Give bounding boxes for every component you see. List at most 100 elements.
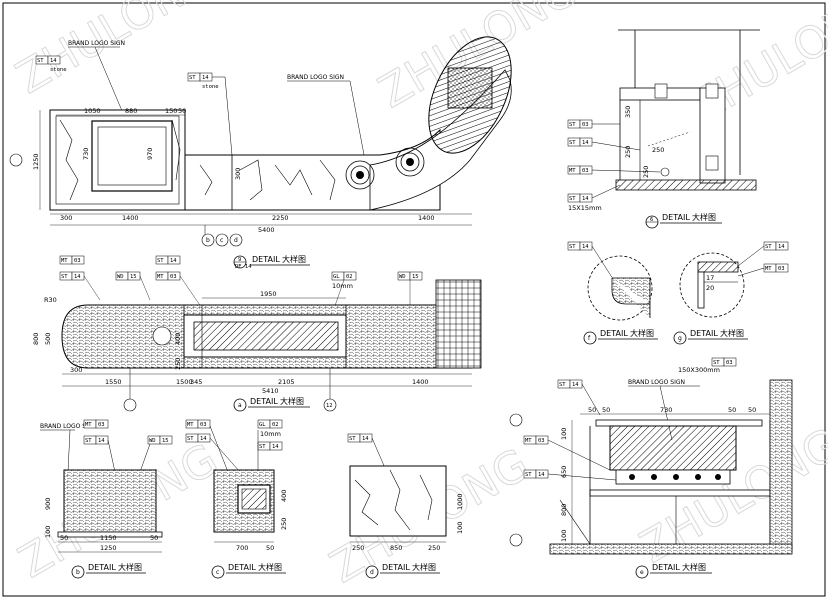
svg-text:14: 14	[538, 472, 545, 478]
detail-b: BRAND LOGO SIGN MT 03 ST 14 WD 15 900 10…	[40, 419, 173, 579]
svg-text:BRAND LOGO SIGN: BRAND LOGO SIGN	[287, 74, 344, 81]
svg-text:800: 800	[560, 504, 568, 516]
svg-text:ST: ST	[349, 436, 356, 442]
svg-text:03: 03	[98, 422, 105, 428]
svg-text:14: 14	[582, 244, 589, 250]
svg-text:250: 250	[652, 146, 664, 154]
svg-text:e: e	[640, 569, 644, 576]
svg-text:730: 730	[82, 148, 90, 160]
svg-text:50: 50	[728, 406, 736, 414]
svg-text:14: 14	[202, 75, 209, 81]
svg-text:stone: stone	[202, 84, 219, 90]
svg-text:BRAND LOGO SIGN: BRAND LOGO SIGN	[68, 40, 125, 47]
svg-text:大样图: 大样图	[412, 562, 436, 572]
svg-text:250: 250	[174, 358, 182, 370]
svg-text:DETAIL: DETAIL	[228, 563, 256, 572]
svg-text:300: 300	[60, 214, 72, 222]
svg-text:100: 100	[560, 530, 568, 542]
svg-text:WD: WD	[117, 274, 124, 280]
svg-text:1250: 1250	[100, 544, 117, 552]
svg-text:5400: 5400	[258, 226, 275, 234]
plan-view: MT 03 ST 14 WD 15 ST 14 MT 03 GL 02 10mm…	[32, 255, 482, 412]
detail-c: MT 03 ST 14 GL 02 10mm ST 14 400 250 700…	[185, 419, 288, 579]
svg-text:12: 12	[326, 403, 333, 409]
svg-text:14: 14	[74, 274, 81, 280]
svg-text:03: 03	[582, 122, 589, 128]
svg-text:a: a	[238, 402, 242, 409]
svg-text:ST: ST	[569, 140, 576, 146]
svg-text:10mm: 10mm	[332, 282, 353, 290]
svg-text:ST: ST	[525, 472, 532, 478]
svg-text:250: 250	[624, 146, 632, 158]
svg-text:9: 9	[238, 257, 241, 263]
svg-text:50: 50	[178, 107, 186, 115]
svg-text:ST: ST	[37, 58, 44, 64]
svg-text:15: 15	[412, 274, 419, 280]
svg-text:1050: 1050	[84, 107, 101, 115]
svg-text:WD: WD	[149, 438, 156, 444]
svg-text:stone: stone	[50, 67, 67, 73]
svg-text:250: 250	[280, 518, 288, 530]
svg-text:14: 14	[572, 382, 579, 388]
svg-text:大样图: 大样图	[280, 396, 304, 406]
svg-text:50: 50	[588, 406, 596, 414]
svg-text:ST: ST	[61, 274, 68, 280]
svg-text:03: 03	[200, 422, 207, 428]
svg-text:1250: 1250	[32, 153, 40, 170]
svg-text:1150: 1150	[100, 534, 117, 542]
svg-text:345: 345	[190, 378, 202, 386]
svg-text:800: 800	[32, 333, 40, 345]
svg-text:850: 850	[390, 544, 402, 552]
svg-text:MT: MT	[765, 266, 772, 272]
svg-text:50: 50	[748, 406, 756, 414]
front-elevation: BRAND LOGO SIGN ST 14 stone ST 14 stone …	[9, 36, 512, 270]
svg-text:14: 14	[50, 58, 57, 64]
svg-text:MT: MT	[157, 274, 164, 280]
svg-text:MT: MT	[85, 422, 92, 428]
svg-text:大样图: 大样图	[630, 328, 654, 338]
svg-text:50: 50	[266, 544, 274, 552]
svg-text:50: 50	[60, 534, 68, 542]
svg-text:03: 03	[778, 266, 785, 272]
svg-text:14: 14	[582, 196, 589, 202]
detail-g: ST 14 MT 03 17 20 g DETAIL 大样图	[673, 241, 789, 345]
svg-text:250: 250	[642, 166, 650, 178]
svg-text:g: g	[678, 335, 682, 342]
svg-text:03: 03	[170, 274, 177, 280]
svg-text:1950: 1950	[260, 290, 277, 298]
svg-text:ST: ST	[559, 382, 566, 388]
svg-text:15: 15	[130, 274, 137, 280]
svg-text:02: 02	[346, 274, 353, 280]
svg-text:650: 650	[560, 466, 568, 478]
svg-text:14: 14	[582, 140, 589, 146]
svg-text:250: 250	[352, 544, 364, 552]
svg-text:ZHULONG: ZHULONG	[8, 0, 224, 104]
svg-text:大样图: 大样图	[720, 328, 744, 338]
svg-text:MT: MT	[525, 438, 532, 444]
svg-text:14: 14	[272, 444, 279, 450]
svg-text:15: 15	[162, 438, 169, 444]
svg-text:970: 970	[146, 148, 154, 160]
svg-text:5410: 5410	[262, 387, 279, 395]
svg-text:GL: GL	[259, 422, 266, 428]
svg-text:d: d	[234, 237, 238, 244]
svg-text:DETAIL: DETAIL	[252, 255, 280, 264]
svg-text:ST: ST	[259, 444, 266, 450]
svg-text:DETAIL: DETAIL	[690, 329, 718, 338]
svg-text:900: 900	[44, 498, 52, 510]
svg-text:100: 100	[560, 428, 568, 440]
svg-text:300: 300	[234, 168, 242, 180]
svg-text:50: 50	[602, 406, 610, 414]
svg-text:ST: ST	[157, 258, 164, 264]
svg-text:c: c	[220, 237, 223, 244]
svg-text:ST: ST	[713, 360, 720, 366]
svg-text:MT: MT	[61, 258, 68, 264]
svg-text:250: 250	[428, 544, 440, 552]
svg-text:03: 03	[726, 360, 733, 366]
svg-text:大样图: 大样图	[258, 562, 282, 572]
svg-text:BRAND LOGO SIGN: BRAND LOGO SIGN	[628, 379, 685, 386]
svg-text:DETAIL: DETAIL	[600, 329, 628, 338]
svg-text:400: 400	[174, 333, 182, 345]
